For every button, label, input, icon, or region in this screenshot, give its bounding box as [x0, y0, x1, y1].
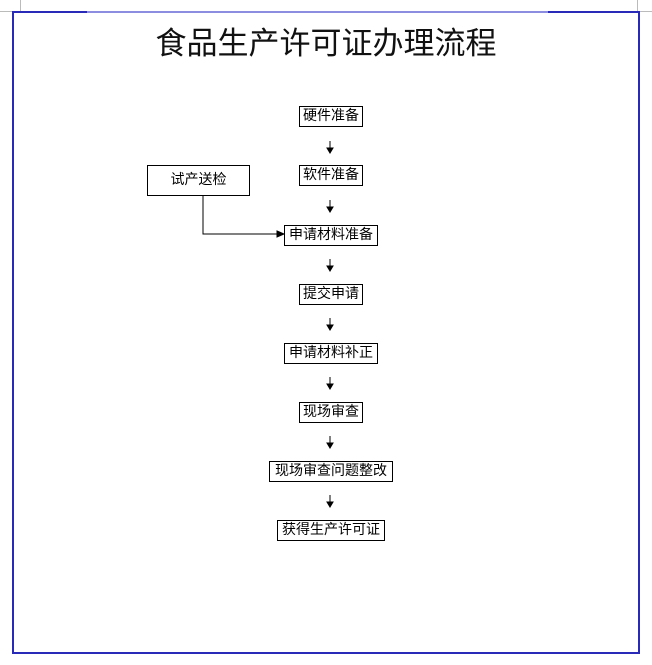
step-inspection: 现场审查	[299, 402, 363, 423]
page-title: 食品生产许可证办理流程	[155, 26, 497, 62]
arrow-down-icon	[326, 436, 334, 449]
step-materials: 申请材料准备	[284, 225, 378, 246]
corner-mark	[637, 0, 638, 11]
step-rectification: 现场审查问题整改	[269, 461, 393, 482]
step-submit: 提交申请	[299, 284, 363, 305]
step-hardware: 硬件准备	[299, 106, 363, 127]
step-supplement: 申请材料补正	[284, 343, 378, 364]
arrow-down-icon	[326, 259, 334, 272]
selection-highlight	[87, 11, 548, 13]
arrow-down-icon	[326, 377, 334, 390]
arrow-right-icon	[276, 230, 286, 238]
arrow-down-icon	[326, 200, 334, 213]
step-software: 软件准备	[299, 165, 363, 186]
elbow-arrow-icon	[202, 195, 278, 235]
step-license: 获得生产许可证	[277, 520, 385, 541]
arrow-down-icon	[326, 141, 334, 154]
corner-mark	[20, 0, 21, 11]
arrow-down-icon	[326, 495, 334, 508]
arrow-down-icon	[326, 318, 334, 331]
step-trial-test: 试产送检	[147, 165, 250, 196]
